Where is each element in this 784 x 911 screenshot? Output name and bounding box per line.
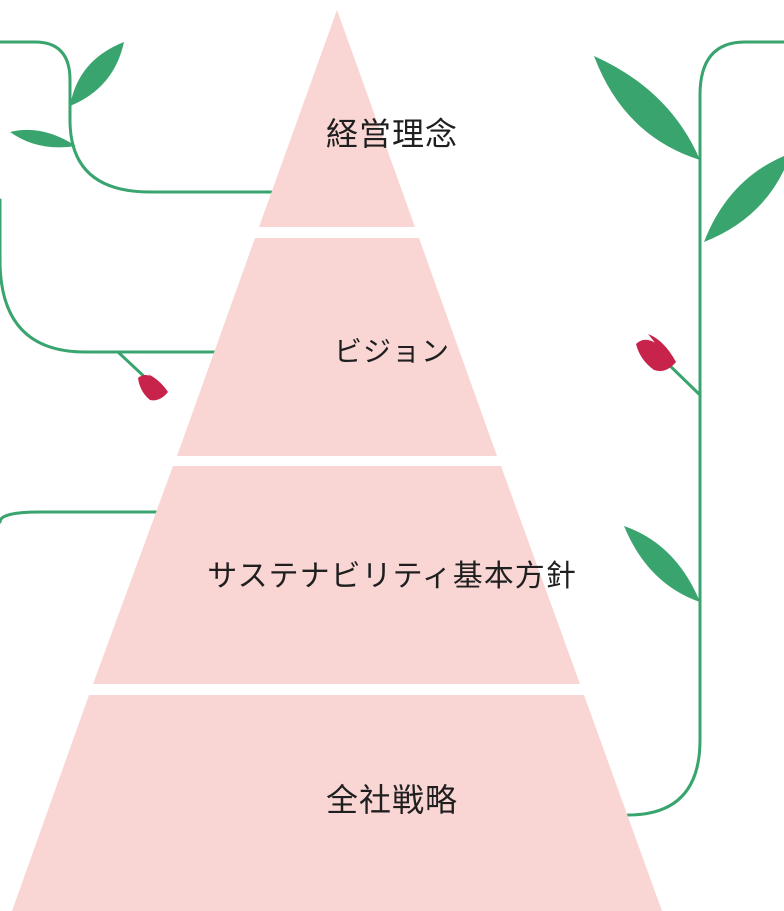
leaf-icon <box>704 156 784 242</box>
vine-top-left <box>0 40 277 194</box>
leaf-icon <box>70 42 124 106</box>
bud-icon <box>138 375 168 401</box>
vine-middle-left <box>0 198 217 354</box>
tier-label-sustainability-policy: サステナビリティ基本方針 <box>207 559 577 594</box>
leaf-icon <box>624 526 700 602</box>
tier-label-vision: ビジョン <box>333 335 450 368</box>
tier-3-shape <box>93 466 580 684</box>
bud-icon <box>648 334 676 362</box>
tier-1-shape <box>259 10 415 227</box>
bud-icon <box>636 339 676 371</box>
leaf-decoration <box>10 42 784 602</box>
tier-4-shape <box>12 695 662 911</box>
bud-decoration <box>138 334 676 401</box>
tier-2-shape <box>177 238 497 456</box>
tier-label-management-philosophy: 経営理念 <box>325 115 458 153</box>
vine-right <box>626 40 784 817</box>
vine-decoration <box>0 40 784 817</box>
leaf-icon <box>594 56 700 160</box>
leaf-icon <box>10 129 76 148</box>
vine-lower-left <box>0 510 167 524</box>
pyramid-tiers <box>12 10 662 911</box>
tier-label-corporate-strategy: 全社戦略 <box>325 781 458 819</box>
